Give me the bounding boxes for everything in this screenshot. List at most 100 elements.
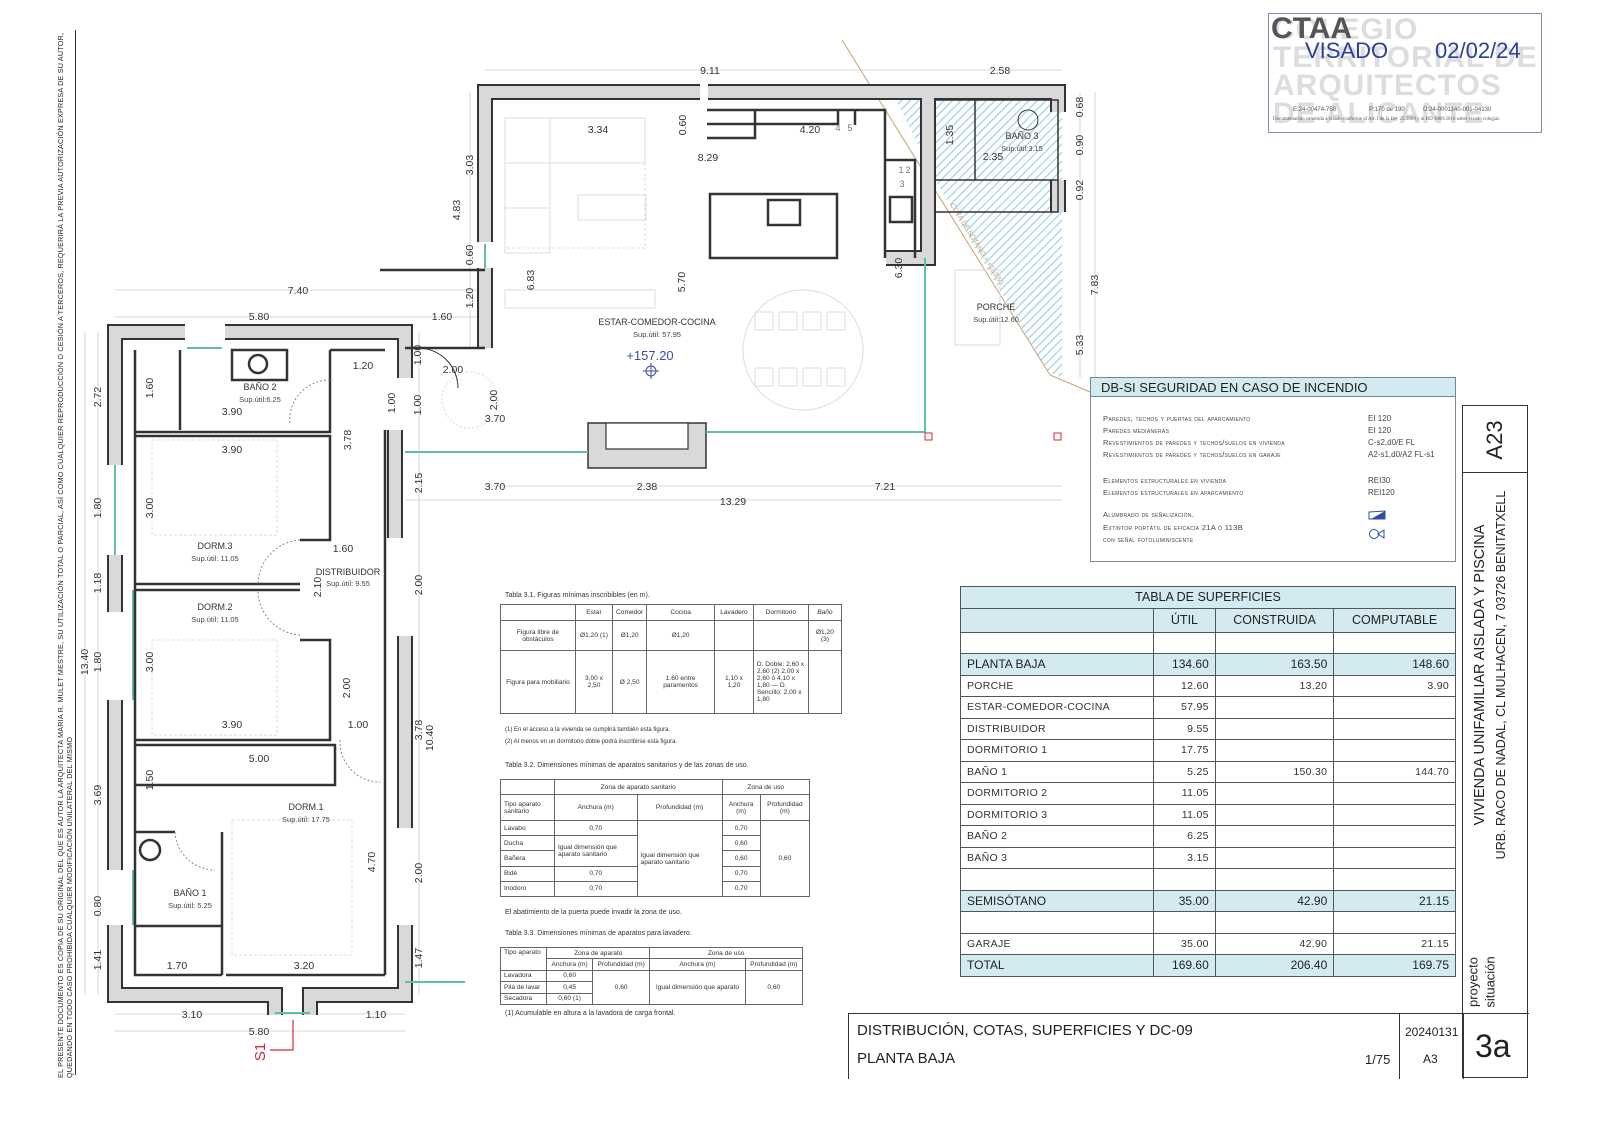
fire-item-label: Revestimientos de paredes y techos/suelo… [1103,450,1281,459]
row-value: 21.15 [1333,932,1456,955]
svg-text:1: 1 [898,165,903,175]
svg-text:4.83: 4.83 [451,200,463,221]
svg-text:3.70: 3.70 [485,481,506,493]
svg-text:5: 5 [847,123,852,133]
row-value [1333,825,1456,848]
col-header-util: ÚTIL [1153,607,1216,633]
ctaa-logo: CTAA [1271,13,1353,45]
svg-text:2.35: 2.35 [983,151,1004,163]
stamp-e-code: E:24-00474-750 [1293,107,1337,113]
visado-stamp: COLEGIO TERRITORIAL DE ARQUITECTOS DE AL… [1268,13,1542,133]
room-name-dorm-2: DORM.2 [197,602,232,612]
svg-text:1.10: 1.10 [366,1009,387,1021]
row-value: 206.40 [1214,954,1335,977]
level-target-icon [643,363,659,379]
svg-text:7.21: 7.21 [875,481,896,493]
project-code: A23 [1482,420,1507,460]
svg-text:13.29: 13.29 [720,496,746,508]
drawing-date: 20240131 [1405,1025,1459,1039]
row-value: 11.05 [1153,782,1216,805]
svg-text:13.40: 13.40 [79,649,91,675]
row-label [959,868,1155,891]
room-name-distribuidor: DISTRIBUIDOR [316,567,381,577]
svg-text:2.38: 2.38 [637,481,658,493]
table-spacer-row [959,868,1456,891]
table31-note-2: (2) Al menos en un dormitorio doble podr… [505,739,678,745]
fire-safety-title: DB-SI SEGURIDAD EN CASO DE INCENDIO [1090,377,1456,397]
visado-label: VISADO [1305,38,1389,63]
row-label: DORMITORIO 3 [959,803,1155,826]
svg-text:2.72: 2.72 [92,387,104,408]
svg-text:2.58: 2.58 [990,65,1011,77]
row-value [1214,868,1335,891]
svg-text:3.10: 3.10 [182,1009,203,1021]
svg-text:1.50: 1.50 [144,770,156,791]
drawing-title: DISTRIBUCIÓN, COTAS, SUPERFICIES Y DC-09 [857,1022,1193,1039]
svg-text:0.60: 0.60 [677,115,689,136]
drawing-subtitle: PLANTA BAJA [857,1050,956,1067]
row-label [959,911,1155,934]
row-label: BAÑO 2 [959,825,1155,848]
col-header-computable: COMPUTABLE [1333,607,1456,633]
svg-text:3.03: 3.03 [464,155,476,176]
svg-text:1.70: 1.70 [167,960,188,972]
svg-text:4: 4 [835,123,840,133]
fire-item-value: A2-s1,d0/A2 FL-s1 [1368,450,1435,459]
row-value [1333,803,1456,826]
row-value: 134.60 [1153,653,1216,676]
svg-text:1.60: 1.60 [144,378,156,399]
svg-text:1.00: 1.00 [412,395,424,416]
fire-item-value: EI 120 [1368,426,1392,435]
fire-item-value: REI120 [1368,488,1395,497]
row-value [1333,696,1456,719]
row-value [1214,803,1335,826]
smoke-detector-marker [1053,432,1062,441]
svg-text:2.10: 2.10 [312,577,324,598]
row-value [1333,631,1456,654]
copyright-note: EL PRESENTE DOCUMENTO ES COPIA DE SU ORI… [56,32,74,1078]
svg-text:Sup.útil: 11.05: Sup.útil: 11.05 [191,615,238,624]
table-spacer-row [959,631,1456,654]
table33-note: (1) Acumulable en altura a la lavadora d… [505,1010,676,1017]
svg-text:Sup.útil:12.60: Sup.útil:12.60 [973,315,1019,324]
row-label: BAÑO 3 [959,846,1155,869]
svg-text:1.00: 1.00 [348,719,369,731]
row-value: 163.50 [1214,653,1335,676]
svg-text:7.40: 7.40 [288,285,309,297]
room-name-bano-3: BAÑO 3 [1005,131,1038,141]
label-location: situación [1482,956,1498,1008]
svg-text:Sup.útil: 11.05: Sup.útil: 11.05 [191,554,238,563]
svg-text:3.78: 3.78 [413,720,425,741]
fire-item-value: C-s2,d0/E FL [1368,438,1416,447]
svg-text:0.60: 0.60 [464,245,476,266]
col-header [959,607,1155,633]
svg-text:3.69: 3.69 [92,785,104,806]
stamp-watermark: COLEGIO TERRITORIAL DE ARQUITECTOS DE AL… [1273,13,1538,130]
svg-text:3.78: 3.78 [342,430,354,451]
furniture [151,117,1001,956]
svg-text:1.80: 1.80 [92,498,104,519]
fire-item-label: Elementos estructurales en vivienda [1103,476,1227,485]
room-name-bano-2: BAÑO 2 [243,382,276,392]
row-label: ESTAR-COMEDOR-COCINA [959,696,1155,719]
svg-text:0.90: 0.90 [1074,135,1086,156]
svg-text:1.00: 1.00 [386,393,398,414]
row-value [1333,739,1456,762]
svg-text:4.20: 4.20 [800,124,821,136]
fire-item-label: Paredes medianeras [1103,426,1170,435]
svg-text:3.90: 3.90 [222,444,243,456]
row-value [1153,911,1216,934]
svg-text:6.83: 6.83 [525,270,537,291]
svg-text:2.00: 2.00 [413,575,425,596]
table31-title: Tabla 3.1. Figuras mínimas inscribibles … [505,592,650,599]
table31-note-1: (1) En el acceso a la vivienda se cumpli… [505,727,671,733]
room-name-porche: PORCHE [977,302,1016,312]
